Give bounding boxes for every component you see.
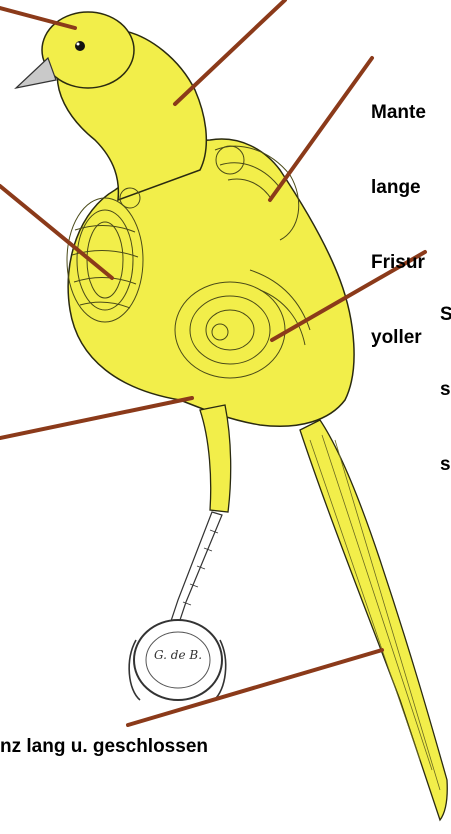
- label-schwanz: nz lang u. geschlossen: [0, 734, 340, 759]
- label-mantel-line-1: Mante: [371, 100, 451, 125]
- label-seite-line-2: s: [440, 377, 451, 402]
- label-seite: S s s: [440, 252, 451, 502]
- leader-line-neck: [175, 0, 285, 104]
- bird-beak: [16, 58, 56, 88]
- label-mantel: Mante lange Frisur yoller: [371, 50, 451, 375]
- label-seite-line-3: s: [440, 452, 451, 477]
- label-mantel-line-3: Frisur: [371, 250, 451, 275]
- bird-thigh: [200, 405, 231, 512]
- label-mantel-line-2: lange: [371, 175, 451, 200]
- label-seite-line-1: S: [440, 302, 451, 327]
- label-mantel-line-4: yoller: [371, 325, 451, 350]
- bird-body: [68, 139, 354, 426]
- bird-tail: [300, 420, 447, 820]
- bird-eye: [75, 41, 85, 51]
- leader-line-flank: [0, 398, 192, 438]
- stamp-text: G. de B.: [150, 648, 206, 662]
- bird-leg: [168, 512, 222, 632]
- leader-line-mantel: [270, 58, 372, 200]
